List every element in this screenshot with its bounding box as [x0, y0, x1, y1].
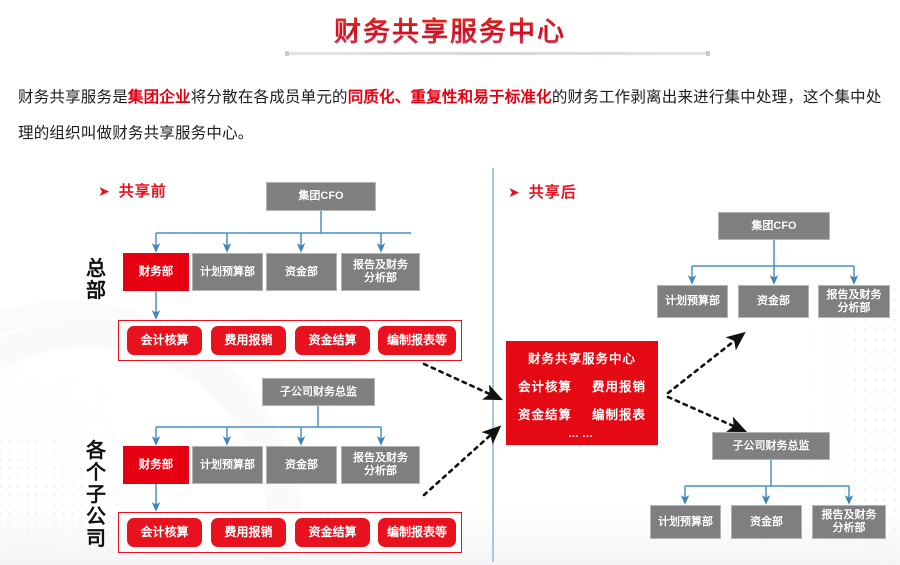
ssc-services-row-2: 资金结算 编制报表 — [518, 404, 646, 423]
ssc-title: 财务共享服务中心 — [527, 352, 636, 366]
flow-arrow-hq-to-center — [422, 362, 503, 401]
box-right-hq-dept-2[interactable]: 报告及财务分析部 — [818, 285, 890, 318]
page-title: 财务共享服务中心 — [0, 10, 900, 49]
ssc-service-reporting: 编制报表 — [591, 408, 646, 422]
box-right-sub-dept-2-label: 报告及财务分析部 — [821, 509, 877, 534]
paragraph-highlight-1: 集团企业 — [127, 89, 191, 106]
task-hq-1[interactable]: 费用报销 — [211, 326, 286, 355]
ssc-service-accounting: 会计核算 — [518, 380, 573, 394]
box-sub-dept-2[interactable]: 资金部 — [266, 446, 337, 484]
box-sub-director[interactable]: 子公司财务总监 — [262, 378, 375, 406]
flow-arrow-center-to-sub — [666, 395, 748, 433]
shared-service-center-box[interactable]: 财务共享服务中心 会计核算 费用报销 资金结算 编制报表 …… — [506, 341, 658, 445]
arrow-bullet-icon: ➤ — [98, 183, 111, 199]
side-label-headquarters: 总部 — [86, 258, 106, 302]
task-hq-3[interactable]: 编制报表等 — [378, 326, 456, 355]
task-sub-2[interactable]: 资金结算 — [295, 518, 370, 547]
task-hq-0[interactable]: 会计核算 — [127, 326, 202, 355]
paragraph-text-0: 财务共享服务是 — [18, 89, 128, 106]
title-divider-rule — [285, 51, 710, 56]
box-sub-dept-1[interactable]: 计划预算部 — [192, 446, 263, 484]
task-sub-1[interactable]: 费用报销 — [211, 518, 286, 547]
box-sub-dept-0[interactable]: 财务部 — [123, 446, 189, 484]
ssc-ellipsis: …… — [568, 428, 596, 440]
box-hq-dept-0[interactable]: 财务部 — [123, 253, 189, 291]
box-right-sub-dept-2[interactable]: 报告及财务分析部 — [812, 505, 886, 539]
panel-divider — [492, 168, 494, 562]
ssc-services-row-1: 会计核算 费用报销 — [518, 376, 646, 395]
box-hq-dept-1[interactable]: 计划预算部 — [192, 253, 263, 291]
box-right-sub-director[interactable]: 子公司财务总监 — [712, 432, 830, 460]
box-right-hq-dept-1[interactable]: 资金部 — [738, 285, 809, 318]
box-right-hq-cfo[interactable]: 集团CFO — [718, 212, 830, 240]
box-hq-dept-2[interactable]: 资金部 — [266, 253, 337, 291]
paragraph-text-2: 将分散在各成员单元的 — [190, 89, 348, 106]
task-hq-2[interactable]: 资金结算 — [295, 326, 370, 355]
left-panel-heading: ➤共享前 — [98, 183, 167, 200]
ssc-service-reimbursement: 费用报销 — [591, 380, 646, 394]
flow-arrow-sub-to-center — [422, 425, 502, 497]
ssc-service-settlement: 资金结算 — [518, 408, 573, 422]
box-right-sub-dept-1[interactable]: 资金部 — [731, 505, 802, 539]
arrow-bullet-icon-right: ➤ — [508, 184, 521, 200]
right-panel-heading: ➤共享后 — [508, 184, 577, 201]
paragraph-text-4: 的财务工作剥离出来进行集中处理，这个集中处理的组织叫做财务共享服务中心。 — [18, 89, 882, 142]
box-right-hq-dept-2-label: 报告及财务分析部 — [826, 288, 882, 314]
task-sub-3[interactable]: 编制报表等 — [378, 518, 456, 547]
intro-paragraph: 财务共享服务是集团企业将分散在各成员单元的同质化、重复性和易于标准化的财务工作剥… — [18, 80, 886, 152]
side-label-subsidiaries: 各个子公司 — [86, 440, 106, 550]
flow-arrow-center-to-hq — [666, 331, 746, 395]
box-hq-dept-3-label: 报告及财务分析部 — [353, 259, 408, 284]
box-right-sub-dept-0[interactable]: 计划预算部 — [650, 505, 721, 539]
box-right-hq-dept-0[interactable]: 计划预算部 — [657, 285, 728, 318]
task-sub-0[interactable]: 会计核算 — [127, 518, 202, 547]
paragraph-highlight-3: 同质化、重复性和易于标准化 — [347, 89, 552, 106]
box-sub-dept-3[interactable]: 报告及财务分析部 — [341, 446, 420, 484]
box-hq-dept-3[interactable]: 报告及财务分析部 — [341, 253, 420, 291]
box-sub-dept-3-label: 报告及财务分析部 — [353, 452, 408, 477]
box-hq-cfo[interactable]: 集团CFO — [266, 182, 376, 211]
